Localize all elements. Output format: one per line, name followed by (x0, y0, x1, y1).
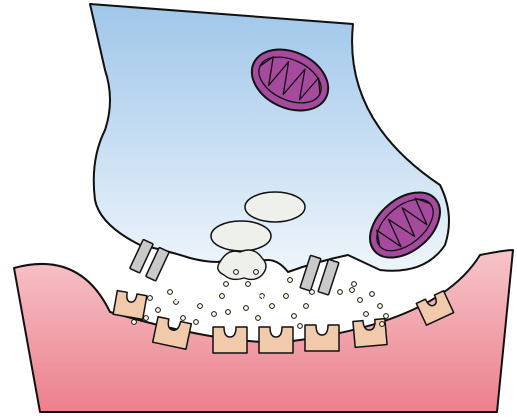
neurotransmitter-molecule (220, 294, 225, 299)
neurotransmitter-molecule (144, 316, 149, 321)
neurotransmitter-molecule (384, 314, 389, 319)
neurotransmitter-molecule (194, 320, 199, 325)
neurotransmitter-molecule (284, 294, 289, 299)
neurotransmitter-molecule (132, 320, 137, 325)
neurotransmitter-molecule (304, 304, 309, 309)
receptor (305, 325, 339, 351)
cocaine-label: cocaine (318, 310, 356, 322)
cocaine-label: cocaine (232, 292, 270, 304)
neurotransmitter-molecule (370, 292, 375, 297)
neurotransmitter-molecule (181, 316, 186, 321)
neurotransmitter-molecule (338, 290, 343, 295)
neurotransmitter-molecule (212, 312, 217, 317)
neurotransmitter-molecule (156, 308, 161, 313)
neurotransmitter-molecule (256, 316, 261, 321)
cocaine-label: cocaine (164, 292, 202, 304)
neurotransmitter-molecule (364, 312, 369, 317)
neurotransmitter-molecule (358, 298, 363, 303)
vesicle (211, 221, 271, 251)
neurotransmitter-molecule (226, 310, 231, 315)
neurotransmitter-molecule (352, 282, 357, 287)
neurotransmitter-molecule (298, 324, 303, 329)
neurotransmitter-molecule (244, 306, 249, 311)
neurotransmitter-molecule (350, 288, 355, 293)
vesicle (245, 192, 305, 222)
receptor (113, 291, 147, 320)
neurotransmitter-molecule (310, 290, 315, 295)
neurotransmitter-molecule (292, 314, 297, 319)
neurotransmitter-molecule (148, 296, 153, 301)
neurotransmitter-molecule (224, 282, 229, 287)
neurotransmitter-molecule (380, 322, 385, 327)
neurotransmitter-molecule (234, 270, 239, 275)
neurotransmitter-molecule (254, 270, 259, 275)
neurotransmitter-molecule (378, 304, 383, 309)
neurotransmitter-molecule (288, 278, 293, 283)
fusing-vesicle (218, 250, 266, 279)
receptor (213, 327, 247, 353)
neurotransmitter-molecule (270, 304, 275, 309)
receptor (259, 327, 293, 353)
neurotransmitter-molecule (246, 282, 251, 287)
neurotransmitter-molecule (198, 304, 203, 309)
